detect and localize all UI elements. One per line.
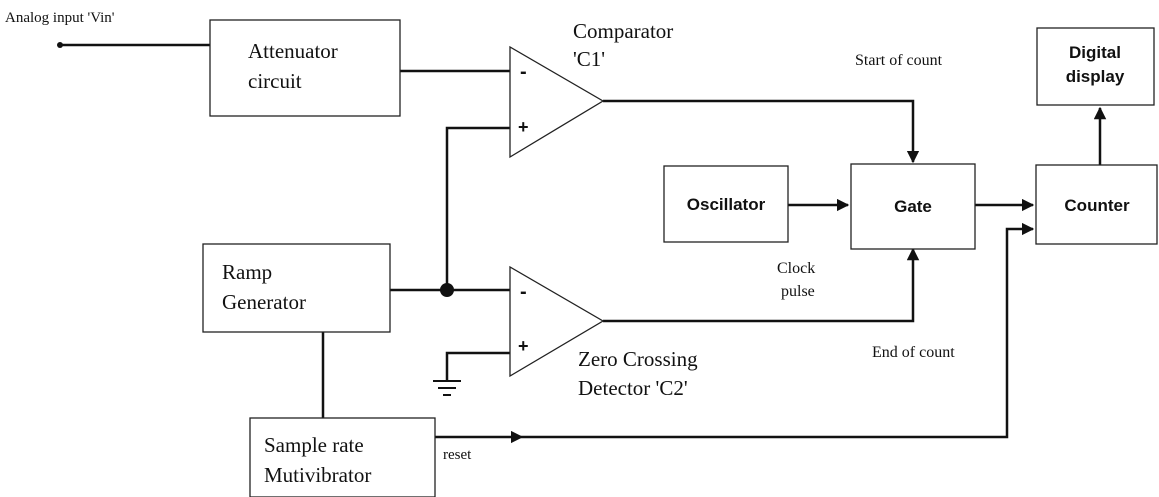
- digital-display-block: Digital display: [1036, 27, 1155, 106]
- digital-display-label-line2: display: [1066, 67, 1125, 86]
- c1-minus-terminal: -: [520, 61, 527, 83]
- analog-input-label: Analog input 'Vin': [5, 10, 115, 26]
- c2-minus-terminal: -: [520, 281, 527, 303]
- wire-input: [57, 42, 210, 48]
- reset-label: reset: [443, 447, 472, 463]
- c2-title-line1: Zero Crossing: [578, 347, 698, 371]
- ramp-generator-label-line2: Generator: [222, 290, 306, 314]
- multivibrator-label-line2: Mutivibrator: [264, 463, 371, 487]
- wire-start-of-count: [603, 99, 920, 164]
- gate-label: Gate: [894, 197, 932, 216]
- wire-reset-to-counter: [522, 222, 1035, 439]
- digital-display-label-line1: Digital: [1069, 43, 1121, 62]
- c2-title-line2: Detector 'C2': [578, 376, 688, 400]
- attenuator-block: Attenuator circuit: [209, 19, 401, 117]
- ramp-generator-label-line1: Ramp: [222, 260, 272, 284]
- wire-c2-plus-ground: [445, 351, 510, 380]
- ramp-generator-block: Ramp Generator: [202, 243, 391, 333]
- gate-block: Gate: [850, 163, 976, 250]
- counter-label: Counter: [1064, 196, 1130, 215]
- c2-plus-terminal: +: [518, 336, 529, 356]
- attenuator-label-line1: Attenuator: [248, 39, 338, 63]
- counter-block: Counter: [1035, 164, 1158, 245]
- c1-plus-terminal: +: [518, 117, 529, 137]
- junction-dot: [440, 283, 454, 297]
- wire-ramp-to-c1-plus: [445, 126, 510, 290]
- comparator-c1: - +: [509, 45, 605, 159]
- oscillator-block: Oscillator: [663, 165, 789, 243]
- multivibrator-label-line1: Sample rate: [264, 433, 364, 457]
- clock-label: Clock: [777, 260, 815, 277]
- pulse-label: pulse: [781, 283, 815, 300]
- comparator-c2: - +: [509, 265, 605, 378]
- wire-end-of-count: [603, 247, 920, 323]
- start-of-count-label: Start of count: [855, 52, 943, 69]
- attenuator-label-line2: circuit: [248, 69, 302, 93]
- sample-rate-multivibrator-block: Sample rate Mutivibrator: [249, 417, 436, 497]
- c1-title-line1: Comparator: [573, 19, 673, 43]
- end-of-count-label: End of count: [872, 344, 955, 361]
- ground-icon: [433, 380, 461, 396]
- c1-title-line2: 'C1': [573, 47, 605, 71]
- oscillator-label: Oscillator: [687, 195, 766, 214]
